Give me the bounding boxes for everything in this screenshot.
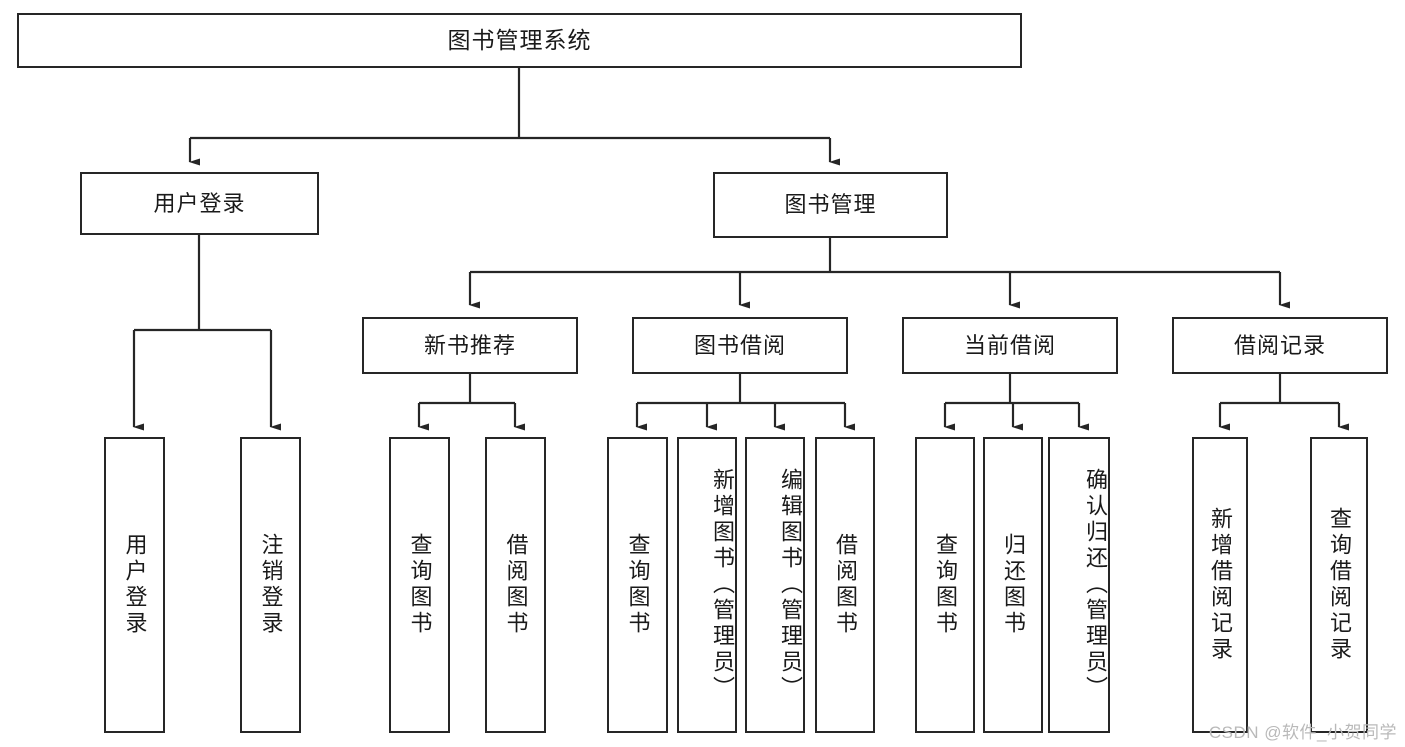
node-label: 用户登录 [122,533,148,637]
leaf-book-borrow-add-book-admin[interactable]: 新增图书（管理员） [677,437,737,733]
node-label: 查询图书 [932,533,958,637]
leaf-book-borrow-edit-book-admin[interactable]: 编辑图书（管理员） [745,437,805,733]
node-label: 编辑图书（管理员） [778,468,803,702]
node-label: 用户登录 [153,190,246,216]
node-label: 确认归还（管理员） [1083,468,1108,702]
node-label: 新增借阅记录 [1207,507,1233,663]
leaf-borrow-record-add-record[interactable]: 新增借阅记录 [1192,437,1248,733]
watermark-text: CSDN @软件_小贺同学 [1208,723,1397,742]
node-label: 图书借阅 [693,332,786,358]
node-current-borrow[interactable]: 当前借阅 [902,317,1118,374]
node-label: 借阅记录 [1233,332,1326,358]
node-book-borrow[interactable]: 图书借阅 [632,317,848,374]
node-label: 查询图书 [625,533,651,637]
node-label: 当前借阅 [963,332,1056,358]
node-label: 图书管理系统 [447,26,592,53]
node-label: 借阅图书 [832,533,858,637]
leaf-borrow-record-query-record[interactable]: 查询借阅记录 [1310,437,1368,733]
node-label: 新书推荐 [423,332,516,358]
node-borrow-record[interactable]: 借阅记录 [1172,317,1388,374]
leaf-new-book-query-books[interactable]: 查询图书 [389,437,450,733]
node-book-management[interactable]: 图书管理 [713,172,948,238]
leaf-current-borrow-query-books[interactable]: 查询图书 [915,437,975,733]
node-new-book-recommend[interactable]: 新书推荐 [362,317,578,374]
leaf-current-borrow-confirm-return-admin[interactable]: 确认归还（管理员） [1048,437,1110,733]
node-label: 归还图书 [1000,533,1026,637]
node-label: 新增图书（管理员） [710,468,735,702]
leaf-new-book-borrow-books[interactable]: 借阅图书 [485,437,546,733]
node-label: 图书管理 [784,192,877,218]
leaf-book-borrow-query-books[interactable]: 查询图书 [607,437,668,733]
leaf-current-borrow-return-books[interactable]: 归还图书 [983,437,1043,733]
node-label: 查询借阅记录 [1326,507,1352,663]
node-user-login[interactable]: 用户登录 [80,172,319,235]
node-label: 查询图书 [407,533,433,637]
node-root-system[interactable]: 图书管理系统 [17,13,1022,68]
leaf-user-login-logout[interactable]: 注销登录 [240,437,301,733]
leaf-book-borrow-borrow-books[interactable]: 借阅图书 [815,437,875,733]
node-label: 注销登录 [258,533,284,637]
leaf-user-login-login[interactable]: 用户登录 [104,437,165,733]
node-label: 借阅图书 [503,533,529,637]
